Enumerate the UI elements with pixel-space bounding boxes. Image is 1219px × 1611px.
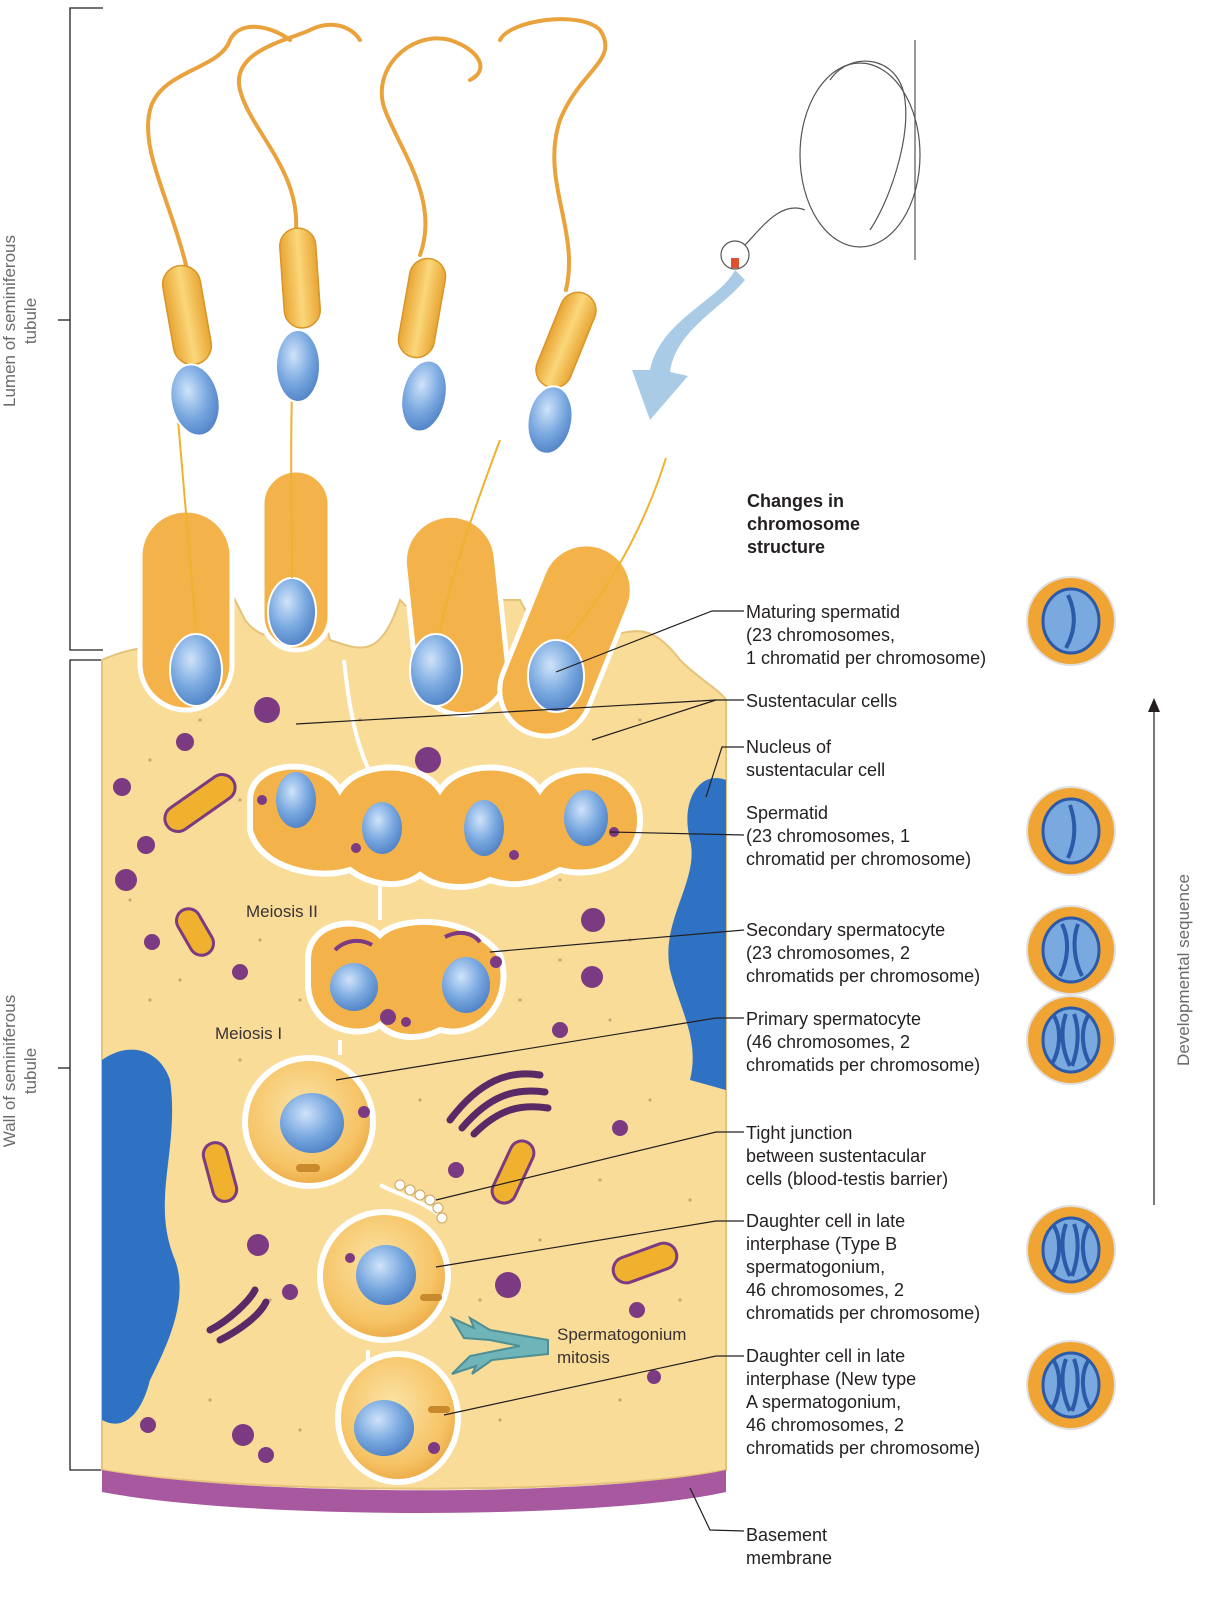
icon-type-a	[1027, 1341, 1115, 1429]
label-type-a-spermatogonium: Daughter cell in late interphase (New ty…	[746, 1345, 980, 1460]
testis-inset-icon	[721, 40, 920, 269]
label-type-b-spermatogonium: Daughter cell in late interphase (Type B…	[746, 1210, 980, 1325]
secondary-spermatocytes	[308, 922, 504, 1037]
developmental-sequence-label: Developmental sequence	[1173, 860, 1195, 1080]
label-meiosis-ii: Meiosis II	[246, 900, 318, 923]
label-spermatid: Spermatid (23 chromosomes, 1 chromatid p…	[746, 802, 971, 871]
free-spermatozoa	[148, 19, 605, 457]
wall-bracket	[58, 660, 103, 1470]
inset-arrow	[632, 270, 745, 420]
label-primary-spermatocyte: Primary spermatocyte (46 chromosomes, 2 …	[746, 1008, 980, 1077]
lumen-bracket	[58, 8, 103, 650]
icon-maturing-spermatid	[1027, 577, 1115, 665]
icon-type-b	[1027, 1206, 1115, 1294]
lumen-label: Lumen of seminiferous tubule	[0, 211, 41, 431]
label-tight-junction: Tight junction between sustentacular cel…	[746, 1122, 948, 1191]
label-meiosis-i: Meiosis I	[215, 1022, 282, 1045]
wall-label: Wall of seminiferous tubule	[0, 961, 41, 1181]
label-secondary-spermatocyte: Secondary spermatocyte (23 chromosomes, …	[746, 919, 980, 988]
label-sustentacular-cells: Sustentacular cells	[746, 690, 897, 713]
icon-spermatid	[1027, 787, 1115, 875]
icon-primary-spermatocyte	[1027, 996, 1115, 1084]
spermatid-chain	[250, 767, 640, 887]
chromosome-icons	[1027, 577, 1115, 1429]
chromosome-changes-header: Changes in chromosome structure	[747, 490, 860, 559]
label-basement-membrane: Basement membrane	[746, 1524, 832, 1570]
label-maturing-spermatid: Maturing spermatid (23 chromosomes, 1 ch…	[746, 601, 986, 670]
icon-secondary-spermatocyte	[1027, 906, 1115, 994]
type-a-spermatogonium	[338, 1354, 458, 1482]
label-mitosis: Spermatogonium mitosis	[557, 1323, 686, 1369]
type-b-spermatogonium	[320, 1212, 448, 1340]
dev-sequence-arrowhead	[1148, 698, 1160, 712]
label-nucleus-sustentacular: Nucleus of sustentacular cell	[746, 736, 885, 782]
